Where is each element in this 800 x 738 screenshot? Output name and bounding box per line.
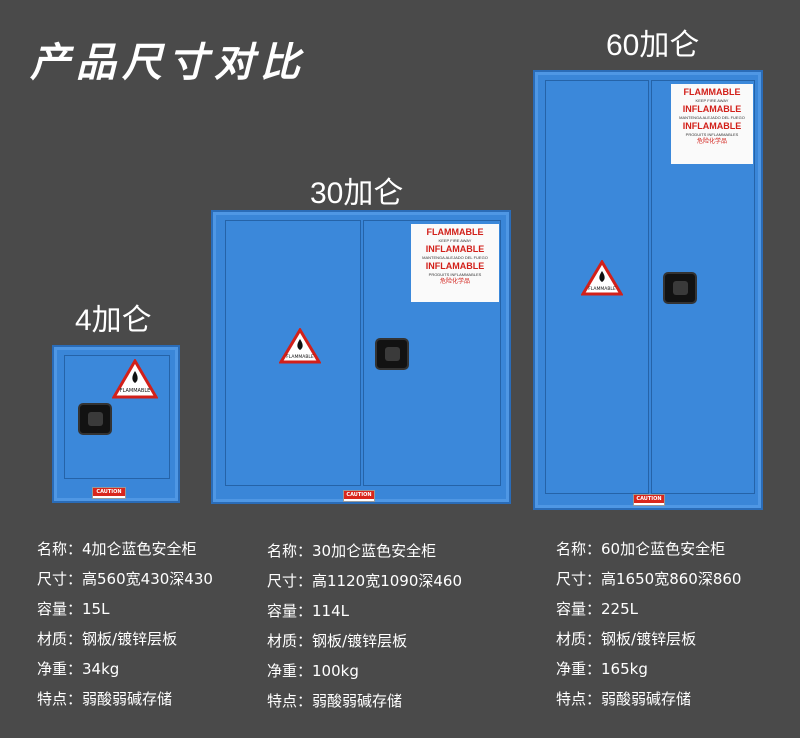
door-handle[interactable]: [375, 338, 409, 370]
caption-30-gallon: 30加仑: [310, 177, 404, 210]
door-handle[interactable]: [78, 403, 112, 435]
cabinet-60-gallon: FLAMMABLE KEEP FIRE AWAY INFLAMABLE MANT…: [533, 70, 763, 510]
spec-row: 容量：225L: [556, 600, 639, 618]
specs-30-gallon: 名称：30加仑蓝色安全柜 尺寸：高1120宽1090深460 容量：114L 材…: [267, 536, 462, 716]
spec-row: 容量：15L: [37, 600, 110, 618]
caption-60-gallon: 60加仑: [606, 29, 700, 62]
flammable-warning-icon: FLAMMABLE: [581, 260, 623, 296]
triangle-text: FLAMMABLE: [588, 286, 616, 292]
spec-row: 容量：114L: [267, 602, 350, 620]
spec-row: 尺寸：高1650宽860深860: [556, 570, 742, 588]
spec-row: 材质：钢板/镀锌层板: [37, 630, 178, 648]
door-handle[interactable]: [663, 272, 697, 304]
spec-row: 名称：60加仑蓝色安全柜: [556, 540, 726, 558]
spec-row: 特点：弱酸弱碱存储: [556, 690, 692, 708]
spec-row: 特点：弱酸弱碱存储: [37, 690, 173, 708]
cabinet-30-gallon: FLAMMABLE KEEP FIRE AWAY INFLAMABLE MANT…: [211, 210, 511, 504]
flammable-label: FLAMMABLE KEEP FIRE AWAY INFLAMABLE MANT…: [411, 224, 499, 302]
caution-sticker: CAUTION: [633, 494, 665, 506]
triangle-text: FLAMMABLE: [120, 388, 151, 394]
spec-row: 材质：钢板/镀锌层板: [556, 630, 697, 648]
spec-row: 尺寸：高1120宽1090深460: [267, 572, 462, 590]
spec-row: 净重：34kg: [37, 660, 120, 678]
specs-4-gallon: 名称：4加仑蓝色安全柜 尺寸：高560宽430深430 容量：15L 材质：钢板…: [37, 534, 213, 714]
spec-row: 尺寸：高560宽430深430: [37, 570, 213, 588]
caption-4-gallon: 4加仑: [75, 304, 152, 337]
spec-row: 名称：30加仑蓝色安全柜: [267, 542, 437, 560]
cabinet-4-gallon: FLAMMABLE CAUTION: [52, 345, 180, 503]
spec-row: 名称：4加仑蓝色安全柜: [37, 540, 197, 558]
spec-row: 材质：钢板/镀锌层板: [267, 632, 408, 650]
spec-row: 净重：100kg: [267, 662, 359, 680]
flammable-warning-icon: FLAMMABLE: [279, 328, 321, 364]
flammable-label: FLAMMABLE KEEP FIRE AWAY INFLAMABLE MANT…: [671, 84, 753, 164]
spec-row: 净重：165kg: [556, 660, 648, 678]
spec-row: 特点：弱酸弱碱存储: [267, 692, 403, 710]
page-title: 产品尺寸对比: [30, 39, 306, 86]
caution-sticker: CAUTION: [343, 490, 375, 502]
triangle-text: FLAMMABLE: [286, 354, 314, 360]
specs-60-gallon: 名称：60加仑蓝色安全柜 尺寸：高1650宽860深860 容量：225L 材质…: [556, 534, 741, 714]
flammable-warning-icon: FLAMMABLE: [112, 359, 158, 399]
caution-sticker: CAUTION: [92, 487, 126, 499]
